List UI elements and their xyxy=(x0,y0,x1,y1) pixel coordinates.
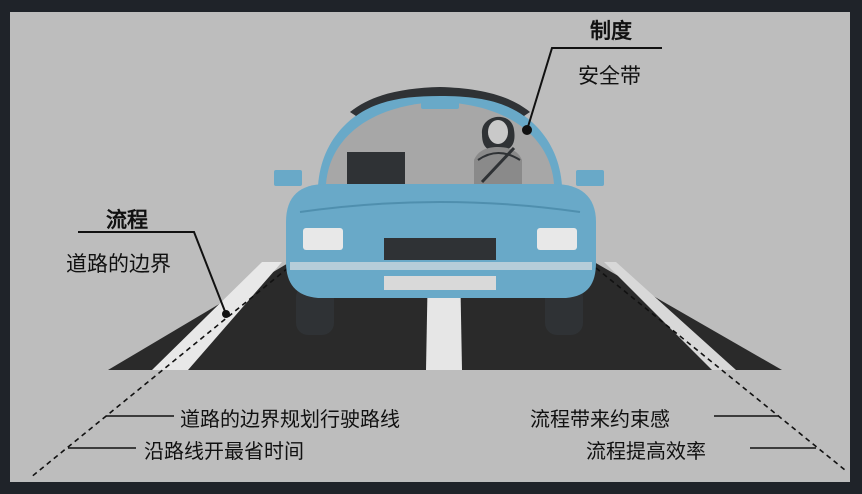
road-boundary-label: 道路的边界 xyxy=(66,252,171,276)
car-roof-top-band xyxy=(350,87,530,116)
headlight-right xyxy=(537,228,577,250)
driver-figure xyxy=(474,116,522,184)
process-title: 流程 xyxy=(106,208,148,232)
road-right-edge-line xyxy=(604,262,736,370)
bumper-strip xyxy=(290,262,592,270)
system-title: 制度 xyxy=(590,19,632,43)
side-mirror-left xyxy=(274,170,302,186)
headlight-left xyxy=(303,228,343,250)
seatbelt-label: 安全带 xyxy=(578,64,641,88)
license-plate xyxy=(384,276,496,290)
bottom-right-line-2: 流程提高效率 xyxy=(586,439,706,463)
car-hood-line xyxy=(299,201,581,213)
road-left-edge-line xyxy=(152,262,282,370)
bottom-left-line-2: 沿路线开最省时间 xyxy=(144,439,304,463)
rearview-mirror xyxy=(421,101,459,109)
side-mirror-right xyxy=(576,170,604,186)
seatbelt-callout-line xyxy=(526,47,662,131)
bottom-left-line-1: 道路的边界规划行驶路线 xyxy=(180,407,400,431)
grille xyxy=(384,238,496,260)
dashed-line-left xyxy=(29,267,289,479)
bottom-right-line-1: 流程带来约束感 xyxy=(530,407,670,431)
dashboard-screen xyxy=(347,152,405,184)
road-boundary-callout-line xyxy=(78,231,227,315)
